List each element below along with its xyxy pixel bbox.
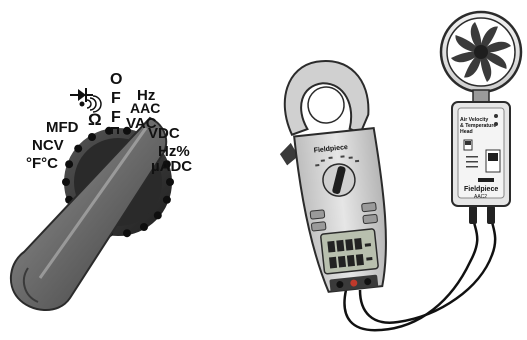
dial-ring-notch xyxy=(88,133,96,141)
fan-blade xyxy=(470,22,482,52)
head-title-2: & Temperature xyxy=(460,123,496,129)
dial-ring-notch xyxy=(166,178,174,186)
rotary-dial: °F°C NCV MFD Ω O F F Hz AAC VAC VDC Hz% … xyxy=(9,71,192,312)
head-battery-slot xyxy=(478,178,494,182)
jaw-trigger[interactable] xyxy=(279,142,299,166)
dial-ring-notch xyxy=(62,178,70,186)
head-title-1: Air Velocity xyxy=(460,117,488,123)
dial-label-ohm: Ω xyxy=(88,110,102,129)
dial-handle[interactable] xyxy=(9,116,168,312)
jack-accessory[interactable] xyxy=(364,278,372,286)
fan-blade xyxy=(480,26,498,52)
fan-blade xyxy=(455,35,482,53)
jack-volt[interactable] xyxy=(350,279,358,287)
lcd-segments xyxy=(327,238,373,269)
jaw-opening xyxy=(307,86,345,124)
dial-label-uadc: µADC xyxy=(151,158,192,175)
clamp-meter: Fieldpiece xyxy=(279,59,387,293)
fan-blade xyxy=(464,52,482,78)
meter-selector-pointer xyxy=(332,166,346,194)
dial-label-mfd: MFD xyxy=(46,119,79,136)
fan-blade xyxy=(481,51,507,69)
anemometer-head: Air Velocity & Temperature Head Fieldpie… xyxy=(439,10,523,207)
dial-label-hz: Hz xyxy=(137,87,155,104)
head-indicator-2 xyxy=(494,122,498,126)
continuity-icon xyxy=(79,95,102,113)
lead-plug-right xyxy=(487,206,495,224)
dial-pointer-mark xyxy=(111,127,119,134)
meter-button-left-2[interactable] xyxy=(311,221,327,232)
dial-label-o: O xyxy=(110,71,122,88)
dial-label-temp: °F°C xyxy=(26,155,58,172)
dial-ring-notch xyxy=(153,211,162,220)
head-mode-marks xyxy=(466,156,478,168)
fan-hub xyxy=(474,45,488,59)
dial-ring-notch xyxy=(74,144,83,153)
fan-blade xyxy=(481,41,511,53)
dial-label-vdc: VDC xyxy=(148,125,180,142)
dial-label-f2: F xyxy=(111,109,121,126)
meter-button-right-1[interactable] xyxy=(361,202,377,213)
dial-label-aac: AAC xyxy=(130,100,160,116)
meter-dial-ticks xyxy=(315,155,360,167)
dial-label-hz-pct: Hz% xyxy=(158,143,190,160)
test-leads xyxy=(343,221,497,332)
lead-plug-left xyxy=(469,206,477,224)
diode-icon xyxy=(70,88,93,102)
meter-button-left-1[interactable] xyxy=(309,209,326,220)
dial-label-f1: F xyxy=(111,90,121,107)
fan-blade xyxy=(451,51,481,63)
jack-com[interactable] xyxy=(336,281,344,289)
head-panel xyxy=(457,107,505,199)
head-model: AAC2 xyxy=(474,194,487,200)
meter-button-right-2[interactable] xyxy=(362,213,378,225)
clamp-jaw xyxy=(283,59,370,136)
dial-ring-notch xyxy=(140,223,148,231)
dial-ring-notch xyxy=(162,160,171,169)
meter-brand: Fieldpiece xyxy=(313,144,348,155)
fan-blade xyxy=(480,52,492,82)
fan-blades xyxy=(451,22,511,82)
dial-ring-notch xyxy=(123,126,131,135)
head-brand: Fieldpiece xyxy=(464,186,498,193)
dial-ring-notch xyxy=(65,160,74,169)
head-title-3: Head xyxy=(460,129,473,135)
dial-ring-notch xyxy=(123,229,131,238)
dial-label-vac: VAC xyxy=(126,115,157,132)
dial-label-ncv: NCV xyxy=(32,137,64,154)
dial-ring-notch xyxy=(162,195,171,204)
head-indicator-1 xyxy=(494,114,498,118)
